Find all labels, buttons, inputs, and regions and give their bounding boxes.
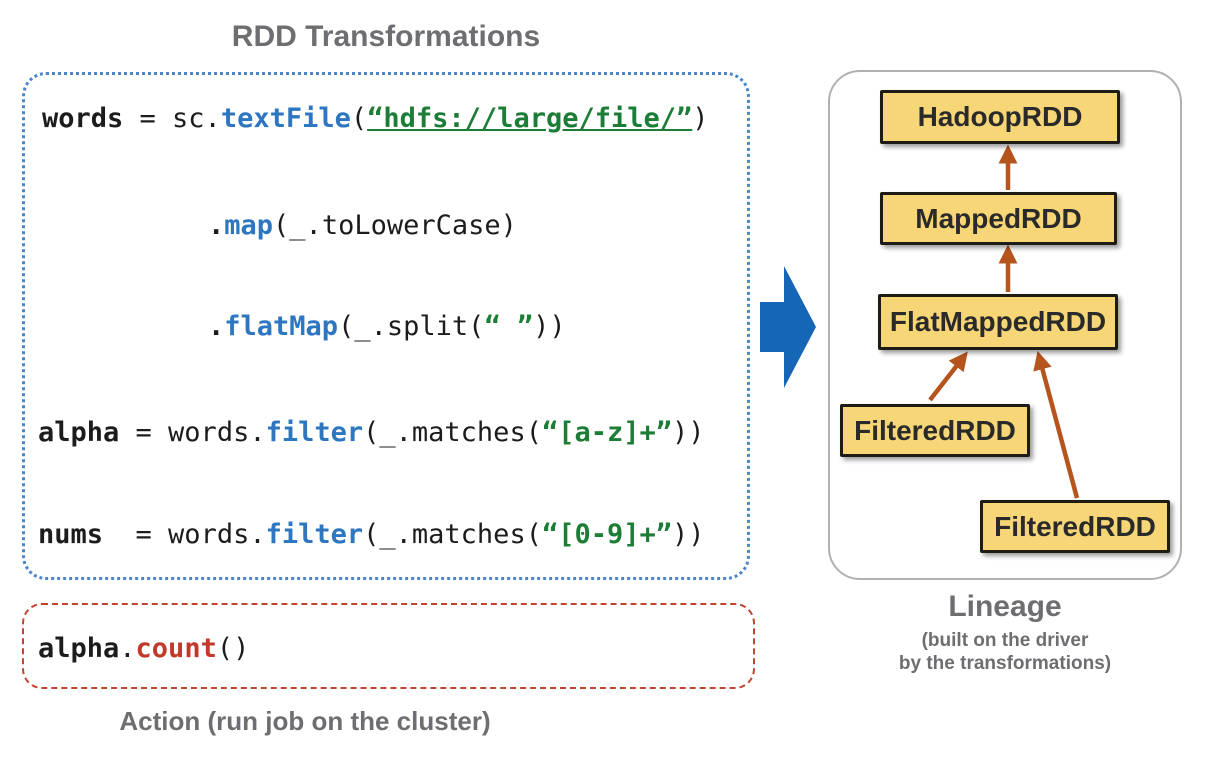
code-line-flatmap: .flatMap(_.split(“ ”)) [208, 311, 566, 342]
regex-string: “[a-z]+” [541, 417, 672, 448]
code-line-map: .map(_.toLowerCase) [208, 210, 517, 241]
node-mappedrdd: MappedRDD [880, 192, 1117, 245]
regex-string: “[0-9]+” [541, 519, 672, 550]
action-label: Action (run job on the cluster) [119, 706, 491, 736]
code-line-nums-filter: nums = words.filter(_.matches(“[0-9]+”)) [38, 519, 705, 550]
hdfs-path-string: “hdfs://large/file/” [367, 103, 693, 134]
variable-name: words [42, 103, 124, 134]
code-line-count: alpha.count() [38, 633, 250, 664]
lineage-title: Lineage [948, 590, 1062, 623]
variable-name: alpha [38, 633, 120, 664]
transformations-box [22, 72, 750, 580]
variable-name: nums [38, 519, 104, 550]
code-line-textfile: words = sc.textFile(“hdfs://large/file/”… [42, 103, 709, 134]
method-name: filter [265, 417, 364, 448]
method-name: flatMap [224, 311, 339, 342]
lineage-subtitle-line2: by the transformations) [898, 653, 1112, 674]
lineage-subtitle-line1: (built on the driver [921, 630, 1089, 651]
transformations-title: RDD Transformations [231, 20, 541, 53]
node-flatmappedrdd: FlatMappedRDD [878, 294, 1118, 350]
method-name: map [224, 210, 274, 241]
action-method-name: count [135, 633, 217, 664]
node-filteredrdd-nums: FilteredRDD [980, 500, 1170, 553]
flow-right-arrow-icon [760, 266, 816, 388]
method-name: textFile [220, 103, 351, 134]
action-box [22, 603, 755, 689]
node-hadooprdd: HadoopRDD [880, 90, 1120, 144]
code-line-alpha-filter: alpha = words.filter(_.matches(“[a-z]+”)… [38, 417, 705, 448]
node-filteredrdd-alpha: FilteredRDD [840, 404, 1030, 457]
space-string: “ ” [484, 311, 534, 342]
method-name: filter [265, 519, 364, 550]
variable-name: alpha [38, 417, 120, 448]
